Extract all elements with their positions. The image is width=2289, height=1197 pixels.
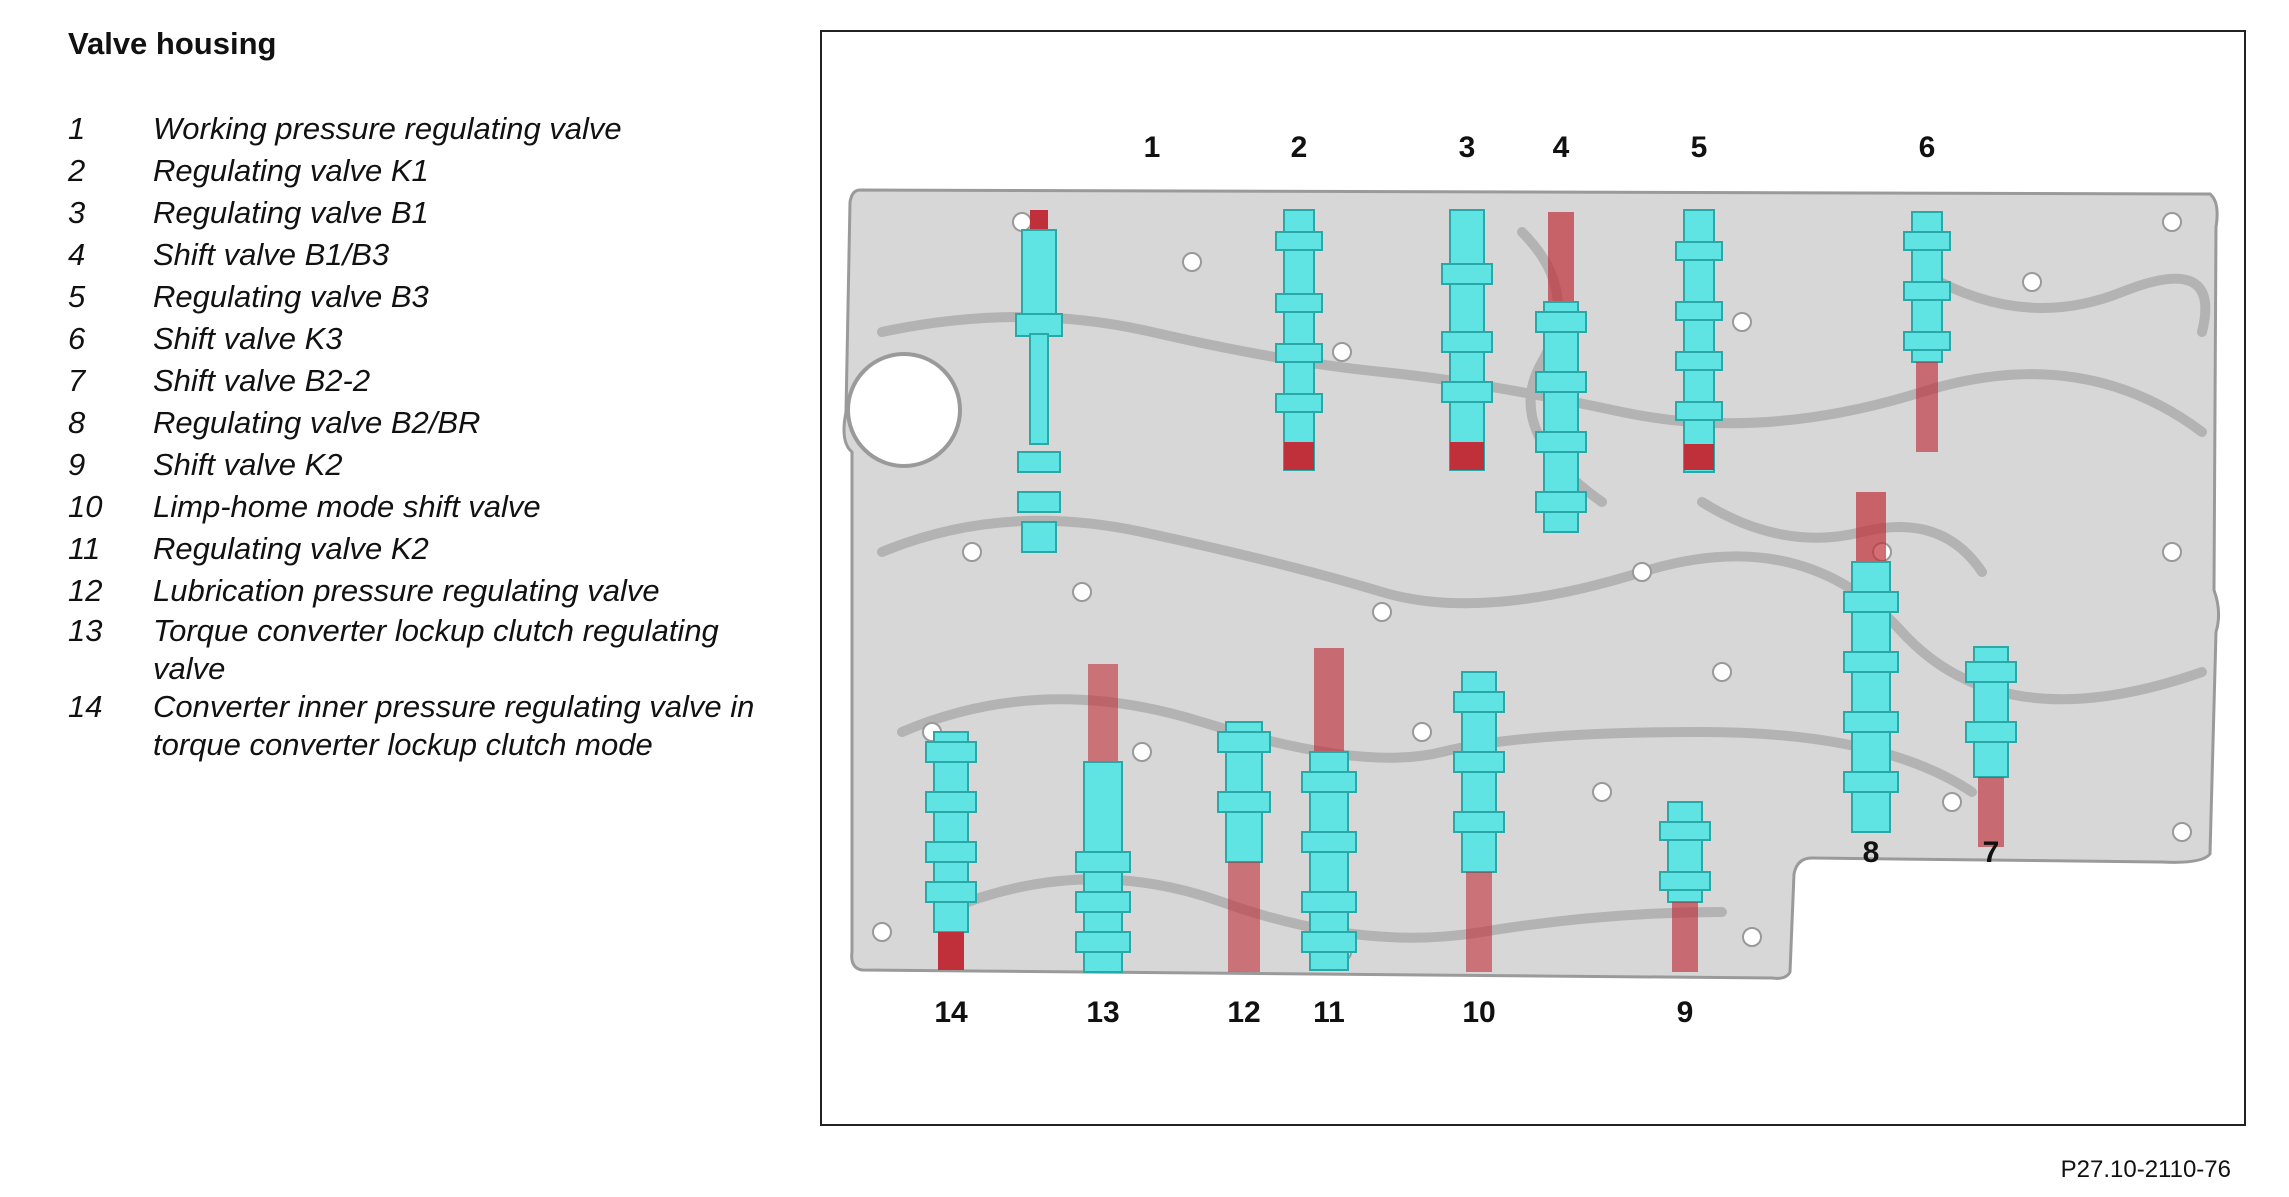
legend-number: 5 bbox=[68, 279, 86, 314]
legend-item: 14 Converter inner pressure regulating va… bbox=[68, 688, 768, 764]
legend-number: 13 bbox=[68, 613, 103, 648]
spring-14 bbox=[938, 932, 964, 970]
legend-item: 10 Limp-home mode shift valve bbox=[68, 486, 768, 528]
valve-2 bbox=[1275, 209, 1323, 471]
legend-item: 1 Working pressure regulating valve bbox=[68, 108, 768, 150]
legend-label: Shift valve B1/B3 bbox=[153, 237, 390, 272]
valve-7 bbox=[1965, 646, 2017, 847]
spring-9 bbox=[1672, 902, 1698, 972]
legend-number: 9 bbox=[68, 447, 86, 482]
spring-4 bbox=[1548, 212, 1574, 302]
callout-4: 4 bbox=[1553, 131, 1570, 164]
valve-6 bbox=[1903, 211, 1951, 452]
valve-1 bbox=[1015, 210, 1063, 553]
legend-number: 2 bbox=[68, 153, 86, 188]
legend-item: 5 Regulating valve B3 bbox=[68, 276, 768, 318]
spring-11 bbox=[1314, 648, 1344, 758]
legend-label: Lubrication pressure regulating valve bbox=[153, 573, 660, 608]
valve-5 bbox=[1675, 209, 1723, 473]
spring-5 bbox=[1684, 444, 1714, 470]
legend-item: 8 Regulating valve B2/BR bbox=[68, 402, 768, 444]
valve-12 bbox=[1217, 721, 1271, 972]
legend-item: 6 Shift valve K3 bbox=[68, 318, 768, 360]
legend-label: Limp-home mode shift valve bbox=[153, 489, 541, 524]
callout-2: 2 bbox=[1291, 131, 1308, 164]
callout-9: 9 bbox=[1677, 996, 1694, 1029]
legend-label: Regulating valve K2 bbox=[153, 531, 429, 566]
valve-10 bbox=[1453, 671, 1505, 972]
legend-label: Regulating valve B2/BR bbox=[153, 405, 481, 440]
legend-item: 2 Regulating valve K1 bbox=[68, 150, 768, 192]
callout-11: 11 bbox=[1313, 996, 1345, 1029]
legend-item: 4 Shift valve B1/B3 bbox=[68, 234, 768, 276]
legend-number: 1 bbox=[68, 111, 86, 146]
port-hole bbox=[846, 352, 962, 468]
valve-housing-illustration: 1 2 3 4 5 6 7 8 9 10 11 12 13 14 bbox=[842, 131, 2221, 1029]
spring-3 bbox=[1450, 442, 1484, 470]
legend-label: Regulating valve B3 bbox=[153, 279, 429, 314]
valve-housing-figure: 1 2 3 4 5 6 7 8 9 10 11 12 13 14 bbox=[820, 30, 2246, 1126]
legend-number: 10 bbox=[68, 489, 103, 524]
valve-4 bbox=[1535, 212, 1587, 533]
legend-label: Converter inner pressure regulating valv… bbox=[153, 689, 755, 762]
legend-number: 14 bbox=[68, 689, 103, 724]
legend-item: 9 Shift valve K2 bbox=[68, 444, 768, 486]
callout-6: 6 bbox=[1919, 131, 1936, 164]
legend-label: Regulating valve K1 bbox=[153, 153, 429, 188]
spring-8 bbox=[1856, 492, 1886, 562]
legend-number: 7 bbox=[68, 363, 86, 398]
legend-number: 4 bbox=[68, 237, 86, 272]
callout-3: 3 bbox=[1459, 131, 1476, 164]
valve-8 bbox=[1843, 492, 1899, 833]
legend-label: Regulating valve B1 bbox=[153, 195, 429, 230]
legend-label: Shift valve K2 bbox=[153, 447, 343, 482]
legend-item: 12 Lubrication pressure regulating valve bbox=[68, 570, 768, 612]
legend-label: Working pressure regulating valve bbox=[153, 111, 622, 146]
spring-6 bbox=[1916, 362, 1938, 452]
callout-14: 14 bbox=[934, 996, 968, 1029]
valve-14 bbox=[925, 731, 977, 970]
legend-label: Shift valve B2-2 bbox=[153, 363, 371, 398]
spring-12 bbox=[1228, 862, 1260, 972]
legend-number: 3 bbox=[68, 195, 86, 230]
spring-2 bbox=[1284, 442, 1314, 470]
callout-1: 1 bbox=[1144, 131, 1161, 164]
valve-11 bbox=[1301, 648, 1357, 971]
diagram-title: Valve housing bbox=[68, 26, 277, 61]
spring-7 bbox=[1978, 777, 2004, 847]
valve-9 bbox=[1659, 801, 1711, 972]
legend-item: 11 Regulating valve K2 bbox=[68, 528, 768, 570]
valve-3 bbox=[1441, 209, 1493, 471]
callout-12: 12 bbox=[1227, 996, 1260, 1029]
legend-number: 11 bbox=[68, 531, 101, 566]
callout-5: 5 bbox=[1691, 131, 1708, 164]
legend-item: 7 Shift valve B2-2 bbox=[68, 360, 768, 402]
spring-10 bbox=[1466, 872, 1492, 972]
legend-label: Shift valve K3 bbox=[153, 321, 343, 356]
valve-13 bbox=[1075, 664, 1131, 973]
figure-reference: P27.10-2110-76 bbox=[2060, 1156, 2231, 1183]
legend-label: Torque converter lockup clutch regulatin… bbox=[153, 613, 719, 686]
legend-number: 12 bbox=[68, 573, 103, 608]
legend-number: 6 bbox=[68, 321, 86, 356]
legend-number: 8 bbox=[68, 405, 86, 440]
spring-1 bbox=[1030, 210, 1048, 232]
callout-13: 13 bbox=[1086, 996, 1119, 1029]
callout-10: 10 bbox=[1462, 996, 1495, 1029]
callout-8: 8 bbox=[1863, 836, 1880, 869]
callout-7: 7 bbox=[1983, 836, 2000, 869]
legend-item: 13 Torque converter lockup clutch regulat… bbox=[68, 612, 768, 688]
legend-item: 3 Regulating valve B1 bbox=[68, 192, 768, 234]
